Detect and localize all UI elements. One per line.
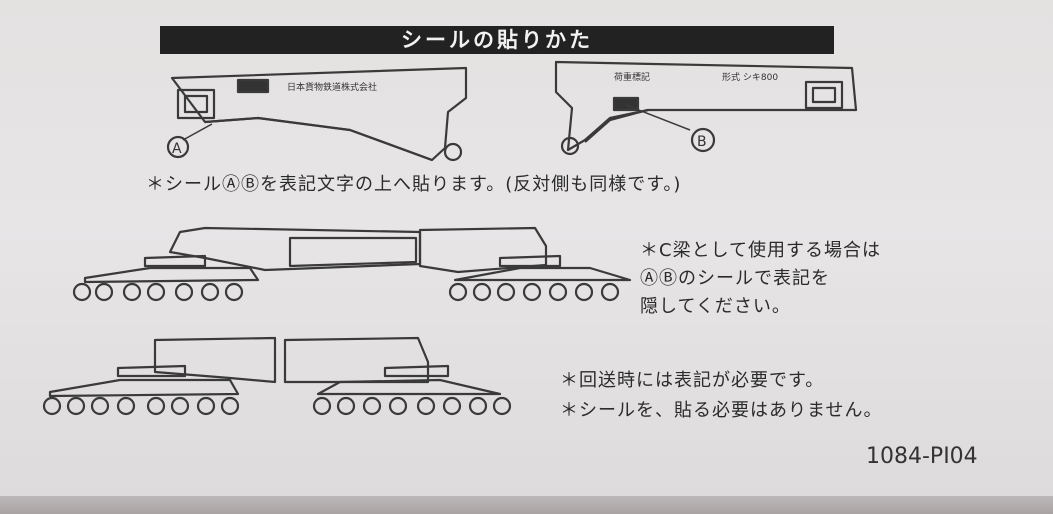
sticker-note: ＊シールⒶⒷを表記文字の上へ貼ります。(反対側も同様です。)	[146, 174, 682, 195]
marker-b-label: B	[697, 134, 707, 150]
deadhead-note-line-1: ＊回送時には表記が必要です。	[560, 370, 825, 391]
c-beam-note-line-3: 隠してください。	[640, 296, 791, 317]
sheet-edge	[0, 496, 1053, 514]
page-title: シールの貼りかた	[160, 26, 834, 54]
car-b-type-label: 形式 シキ800	[722, 71, 778, 83]
car-b-warning-label: 荷重標記	[614, 71, 650, 83]
deadhead-note-line-2: ＊シールを、貼る必要はありません。	[560, 400, 883, 421]
c-beam-note-line-2: ⒶⒷのシールで表記を	[640, 268, 830, 289]
car-a-diagram	[166, 66, 468, 162]
car-b-diagram	[554, 60, 858, 156]
product-code: 1084-PI04	[866, 444, 978, 469]
car-a-company-label: 日本貨物鉄道株式会社	[287, 81, 377, 93]
train-diagram-c-beam	[72, 226, 632, 302]
train-diagram-deadhead	[42, 336, 512, 416]
c-beam-note-line-1: ＊C梁として使用する場合は	[640, 240, 882, 261]
marker-a-label: A	[172, 141, 182, 157]
